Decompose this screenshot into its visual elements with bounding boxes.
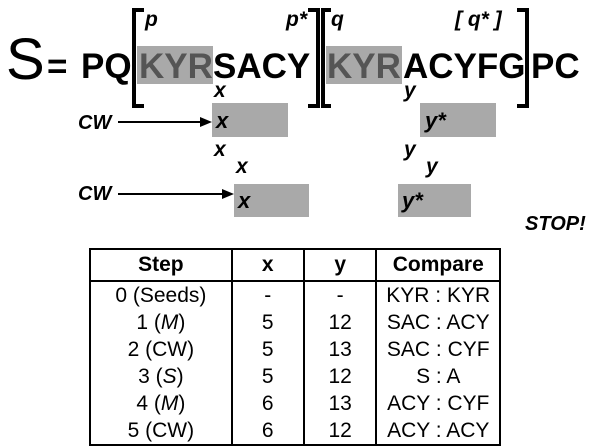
cw-arrowhead-row1 [200, 117, 212, 127]
label-x-row2-top: x [235, 155, 249, 178]
window-y-row1 [420, 103, 496, 137]
table-row: 0 (Seeds)--KYR : KYR [89, 281, 501, 309]
cell-compare: ACY : ACY [375, 417, 501, 446]
cell-x: 5 [230, 363, 305, 390]
window-y-row2 [398, 184, 471, 217]
step-number: 3 [138, 364, 150, 388]
sequence-symbol-s: S [6, 27, 45, 92]
cell-compare: SAC : CYF [375, 336, 501, 363]
cell-x: 5 [230, 336, 305, 363]
cell-step: 1 (M) [89, 309, 233, 336]
cell-compare: S : A [375, 363, 501, 390]
cell-x: 6 [230, 417, 305, 446]
sequence-left-rest: SACY [213, 47, 310, 86]
cell-step: 2 (CW) [89, 336, 233, 363]
window-y-row1-label: y* [424, 108, 447, 133]
cell-y: - [302, 281, 378, 309]
step-operation: M [160, 310, 179, 334]
header-y: y [302, 248, 378, 282]
header-x: x [230, 248, 305, 282]
seed-highlight-right [326, 46, 402, 84]
label-q-star: [ q* ] [454, 8, 503, 31]
cell-x: 5 [230, 309, 305, 336]
label-x-row1-bottom: x [213, 138, 227, 161]
header-compare: Compare [375, 248, 501, 282]
cell-step: 3 (S) [89, 363, 233, 390]
window-y-row2-label: y* [401, 188, 424, 213]
cell-y: 12 [302, 417, 378, 446]
window-x-row1-label: x [215, 108, 229, 133]
window-x-row1 [212, 103, 288, 137]
cell-step: 5 (CW) [89, 417, 233, 446]
table-header-row: Step x y Compare [89, 248, 501, 282]
label-p-star: p* [285, 8, 308, 31]
cell-compare: KYR : KYR [375, 281, 501, 309]
step-operation: CW [152, 418, 188, 442]
seed-left: KYR [139, 47, 213, 86]
seed-highlight-left [137, 46, 213, 84]
cell-step: 4 (M) [89, 390, 233, 417]
sequence-prefix: PQ [81, 47, 132, 86]
step-operation: M [160, 391, 179, 415]
label-q: q [331, 8, 344, 31]
cell-compare: SAC : ACY [375, 309, 501, 336]
right-bracket-close [517, 8, 529, 108]
right-bracket-open [321, 8, 331, 108]
cw-label-row2: CW [78, 183, 113, 205]
cell-x: 6 [230, 390, 305, 417]
equals-sign: = [47, 47, 67, 86]
label-y-row2-top: y [425, 155, 439, 178]
cell-y: 13 [302, 336, 378, 363]
cell-y: 12 [302, 309, 378, 336]
window-x-row2-label: x [237, 188, 251, 213]
header-step: Step [89, 248, 233, 282]
cell-step: 0 (Seeds) [89, 281, 233, 309]
cell-y: 12 [302, 363, 378, 390]
sequence-diagram: S = PQ KYR SACY KYR ACYFG PC p p* q [ q*… [6, 8, 586, 230]
sequence-suffix: PC [531, 47, 580, 86]
label-p: p [144, 8, 158, 31]
window-x-row2 [234, 184, 309, 217]
step-number: 4 [136, 391, 149, 415]
step-operation: CW [152, 337, 188, 361]
step-number: 2 [127, 337, 140, 361]
cell-y: 13 [302, 390, 378, 417]
label-y-row1-top: y [403, 79, 417, 102]
cw-label-row1: CW [78, 112, 113, 134]
stop-label: STOP! [525, 213, 586, 230]
label-x-row1-top: x [213, 79, 227, 102]
cell-x: - [230, 281, 305, 309]
cw-arrowhead-row2 [222, 189, 234, 199]
step-number: 5 [127, 418, 140, 442]
left-bracket-open [132, 8, 144, 108]
step-number: 1 [136, 310, 149, 334]
seed-right: KYR [327, 47, 401, 86]
left-bracket-close [308, 8, 320, 108]
sequence-right-rest: ACYFG [403, 47, 526, 86]
cell-compare: ACY : CYF [375, 390, 501, 417]
label-y-row1-bottom: y [403, 138, 417, 161]
step-operation: S [162, 364, 177, 388]
